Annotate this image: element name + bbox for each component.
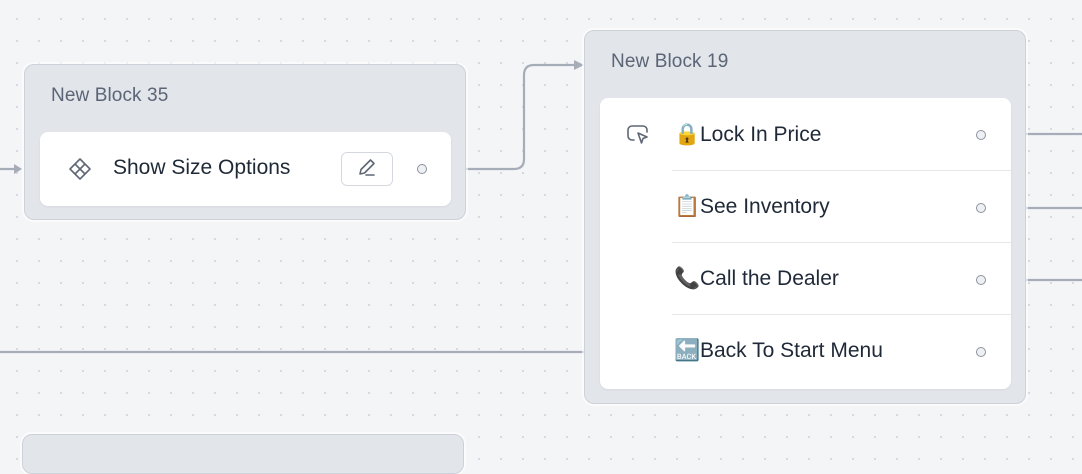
clipboard-icon: 📋 <box>674 195 701 218</box>
block-19[interactable]: New Block 19 🔒Lock In Price 📋See Invento… <box>584 30 1026 404</box>
output-port[interactable] <box>976 347 986 357</box>
menu-item-label: 🔒Lock In Price <box>674 123 822 146</box>
output-port[interactable] <box>976 203 986 213</box>
step-card-show-size-options[interactable]: Show Size Options <box>40 132 451 206</box>
edge-block35-to-block19 <box>450 63 576 171</box>
block-35[interactable]: New Block 35 Show Size Options <box>24 64 466 220</box>
phone-icon: 📞 <box>674 267 701 290</box>
arrowhead-incoming-block35 <box>14 164 22 174</box>
arrowhead-block19 <box>574 60 584 70</box>
output-port[interactable] <box>976 275 986 285</box>
block-35-title: New Block 35 <box>51 85 169 106</box>
divider <box>672 242 1011 243</box>
block-19-title: New Block 19 <box>611 51 729 72</box>
menu-item-label: 📞Call the Dealer <box>674 267 839 290</box>
output-port[interactable] <box>976 130 986 140</box>
step-label: Show Size Options <box>113 156 291 179</box>
pencil-icon <box>356 156 378 183</box>
output-port[interactable] <box>417 164 427 174</box>
menu-item-label: 🔙Back To Start Menu <box>674 339 883 362</box>
block-partial-bottom[interactable] <box>22 434 464 474</box>
lock-icon: 🔒 <box>674 123 701 146</box>
divider <box>672 314 1011 315</box>
back-arrow-icon: 🔙 <box>674 339 701 362</box>
menu-card[interactable]: 🔒Lock In Price 📋See Inventory 📞Call the … <box>600 98 1011 389</box>
pointer-bubble-icon <box>626 123 652 149</box>
menu-item-label: 📋See Inventory <box>674 195 830 218</box>
divider <box>672 170 1011 171</box>
edit-button[interactable] <box>341 152 393 186</box>
diamond-x-icon <box>68 157 92 181</box>
